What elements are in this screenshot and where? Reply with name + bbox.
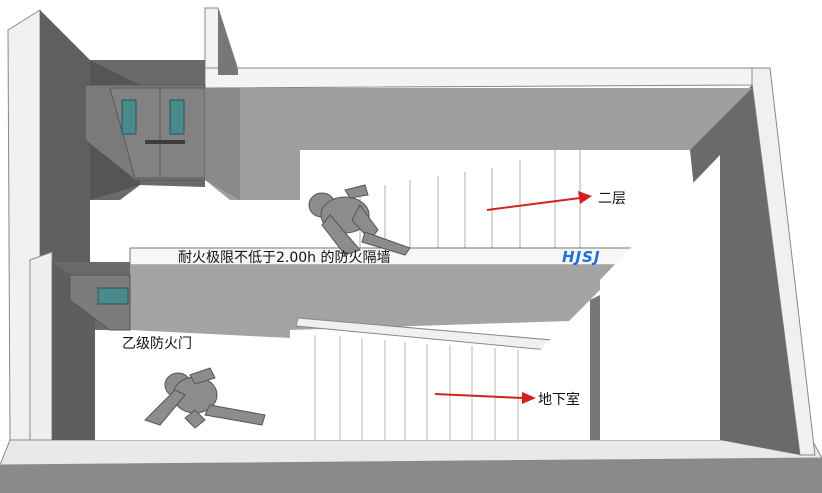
logo-text: HJSJ [562,248,601,266]
right-wall-top [749,67,816,456]
arrow-to-basement [434,392,536,404]
right-floor [600,155,720,440]
lower-stairs [290,320,600,440]
lower-fire-door [69,274,131,331]
stair-stringer [590,295,600,440]
upper-fire-door [84,84,206,181]
label-basement: 地下室 [538,391,580,408]
label-fire-door: 乙级防火门 [122,336,192,352]
arrow-to-second-floor [486,191,592,211]
lower-left-wall-top [29,251,53,441]
label-fire-wall: 耐火极限不低于2.00h 的防火隔墙 [178,250,391,266]
lower-right-floor [540,290,600,440]
upper-back-wall-side [205,88,240,200]
person-figure-upper [308,184,411,256]
front-wall [0,458,822,493]
upper-landing [120,185,300,250]
person-figure-lower [144,367,266,429]
label-second-floor: 二层 [598,191,626,207]
top-wall-post-shadow [218,8,238,75]
top-wall-edge [204,67,753,89]
upper-stairs [300,150,690,248]
upper-back-wall [205,88,752,200]
